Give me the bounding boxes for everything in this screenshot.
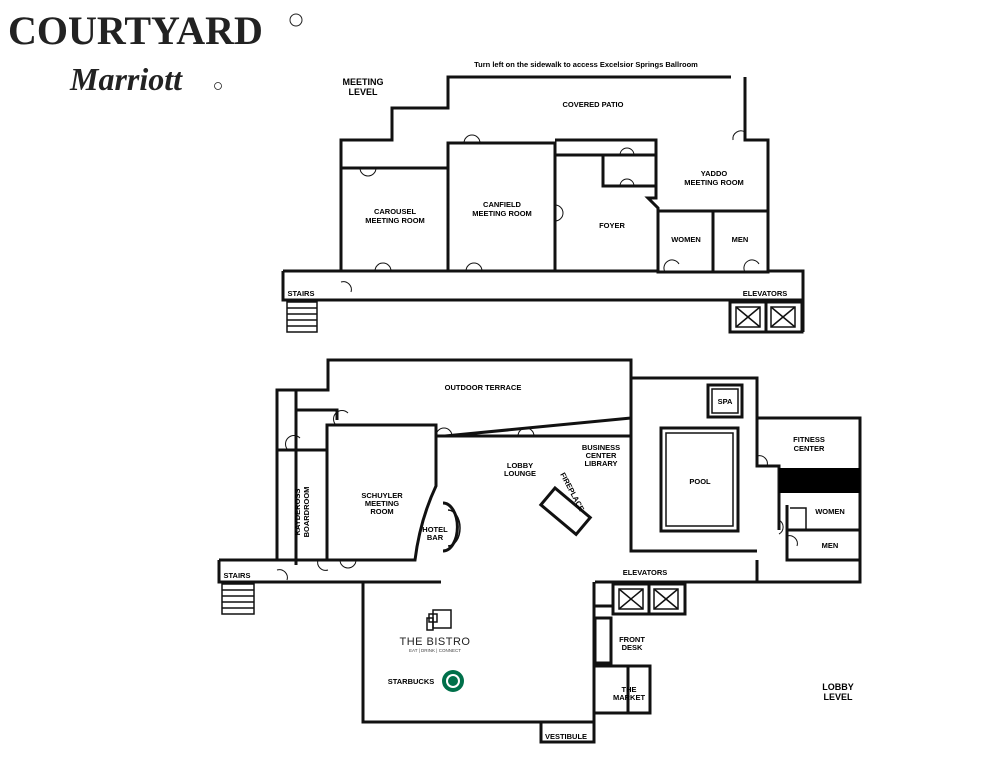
bistro-logo-icon <box>426 609 452 631</box>
starbucks-logo-icon <box>442 670 464 692</box>
spa-label: SPA <box>718 397 733 406</box>
foyer-label: FOYER <box>599 221 625 230</box>
covered-patio-label: COVERED PATIO <box>563 100 624 109</box>
stairs-lobby-label: STAIRS <box>224 571 251 580</box>
kaydeross-boardroom-label: KAYDEROSSBOARDROOM <box>293 487 311 538</box>
elevators-lobby-level-icon <box>611 582 687 616</box>
stairs-meeting-label: STAIRS <box>288 289 315 298</box>
elevators-lobby-label: ELEVATORS <box>623 568 668 577</box>
men-restroom-meeting-label: MEN <box>732 235 749 244</box>
brand-marriott: Marriott <box>69 61 183 97</box>
stairs-lobby-level-icon <box>221 583 255 615</box>
vestibule-label: VESTIBULE <box>545 732 587 741</box>
starbucks-label: STARBUCKS <box>388 677 435 686</box>
pool-label: POOL <box>689 477 711 486</box>
bistro-tagline: EAT | DRINK | CONNECT <box>409 648 461 653</box>
elevators-meeting-label: ELEVATORS <box>743 289 788 298</box>
women-restroom-lobby-label: WOMEN <box>815 507 845 516</box>
women-restroom-meeting-label: WOMEN <box>671 235 701 244</box>
ballroom-directions-note: Turn left on the sidewalk to access Exce… <box>474 60 698 69</box>
men-restroom-lobby-label: MEN <box>822 541 839 550</box>
elevators-meeting-level-icon <box>728 300 804 334</box>
registered-mark-icon <box>289 13 303 27</box>
lobby-level-plan: THE BISTRO EAT | DRINK | CONNECT OUTDOOR… <box>217 358 862 744</box>
courtyard-marriott-logo: COURTYARD Marriott <box>8 8 303 97</box>
outdoor-terrace-label: OUTDOOR TERRACE <box>445 383 522 392</box>
registered-mark-small-icon <box>214 82 222 90</box>
fireplace-icon <box>538 485 593 537</box>
bistro-name: THE BISTRO <box>399 636 470 648</box>
brand-courtyard: COURTYARD <box>8 8 263 53</box>
fireplace-label: FIREPLACE <box>558 471 586 513</box>
stairs-meeting-level-icon <box>286 301 318 333</box>
fitness-equipment-block <box>779 468 860 493</box>
